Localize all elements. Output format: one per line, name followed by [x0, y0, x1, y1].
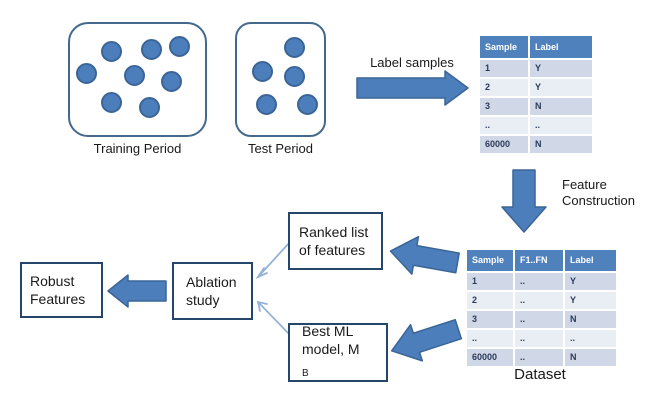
ranked-list-line2: of features [299, 242, 366, 258]
dataset-caption: Dataset [514, 366, 566, 383]
table1-cell: 3 [480, 98, 528, 115]
connector-ranked-to-ablation [255, 241, 291, 280]
ablation-line2: study [186, 292, 220, 308]
best-ml-subscript: B [302, 367, 309, 379]
training-period-box [68, 22, 207, 137]
table2-cell: 60000 [467, 349, 513, 366]
table2-cell: .. [467, 330, 513, 347]
ranked-list-box: Ranked list of features [288, 212, 383, 270]
table2-cell: .. [515, 311, 563, 328]
dataset-table: Sample F1..FN Label 1 .. Y 2 .. Y 3 .. N… [467, 250, 616, 366]
sample-dot [297, 94, 318, 115]
sample-dot [76, 63, 97, 84]
table1-cell: N [530, 98, 592, 115]
test-period-label: Test Period [247, 141, 314, 156]
table2-cell: 3 [467, 311, 513, 328]
table2-header-label: Label [565, 250, 616, 271]
label-samples-text: Label samples [370, 55, 454, 70]
ranked-list-line1: Ranked list [299, 224, 369, 240]
table1-cell: 60000 [480, 136, 528, 153]
sample-dot [161, 71, 182, 92]
table2-cell: Y [565, 292, 616, 309]
sample-dot [101, 41, 122, 62]
dataset-to-ranked-arrow [389, 235, 460, 275]
feature-construction-line2: Construction [562, 193, 635, 208]
table2-cell: .. [515, 273, 563, 290]
table1-cell: 2 [480, 79, 528, 96]
table2-cell: Y [565, 273, 616, 290]
sample-dot [124, 65, 145, 86]
best-ml-line1: Best ML [302, 323, 354, 340]
sample-dot [284, 37, 305, 58]
table2-cell: .. [515, 349, 563, 366]
table1-cell: Y [530, 60, 592, 77]
table1-cell: Y [530, 79, 592, 96]
label-samples-arrow [356, 70, 469, 106]
training-period-label: Training Period [93, 141, 182, 156]
table1-cell: 1 [480, 60, 528, 77]
sample-dot [101, 92, 122, 113]
ablation-to-robust-arrow [107, 274, 167, 308]
sample-dot [139, 97, 160, 118]
feature-construction-text: Feature Construction [562, 177, 648, 209]
table2-cell: .. [515, 330, 563, 347]
dataset-to-bestml-arrow [390, 318, 463, 362]
ablation-line1: Ablation [186, 274, 237, 290]
sample-dot [169, 36, 190, 57]
sample-dot [256, 94, 277, 115]
robust-features-box: Robust Features [20, 262, 103, 318]
labeled-samples-table: Sample Label 1 Y 2 Y 3 N .. .. 60000 N [480, 36, 592, 153]
table2-cell: 1 [467, 273, 513, 290]
table2-cell: N [565, 349, 616, 366]
table2-header-features: F1..FN [515, 250, 563, 271]
sample-dot [141, 39, 162, 60]
connector-bestml-to-ablation [256, 300, 291, 336]
feature-construction-line1: Feature [562, 177, 607, 192]
table1-cell: N [530, 136, 592, 153]
table2-cell: N [565, 311, 616, 328]
table1-cell: .. [480, 117, 528, 134]
ablation-study-box: Ablation study [172, 262, 253, 320]
test-period-box [235, 22, 326, 137]
feature-construction-arrow [501, 169, 547, 233]
table2-cell: 2 [467, 292, 513, 309]
table2-header-sample: Sample [467, 250, 513, 271]
robust-line1: Robust [30, 273, 75, 289]
sample-dot [284, 66, 305, 87]
table1-header-sample: Sample [480, 36, 528, 58]
table2-cell: .. [515, 292, 563, 309]
table1-cell: .. [530, 117, 592, 134]
sample-dot [252, 61, 273, 82]
table2-cell: .. [565, 330, 616, 347]
robust-line2: Features [30, 291, 86, 307]
table1-header-label: Label [530, 36, 592, 58]
